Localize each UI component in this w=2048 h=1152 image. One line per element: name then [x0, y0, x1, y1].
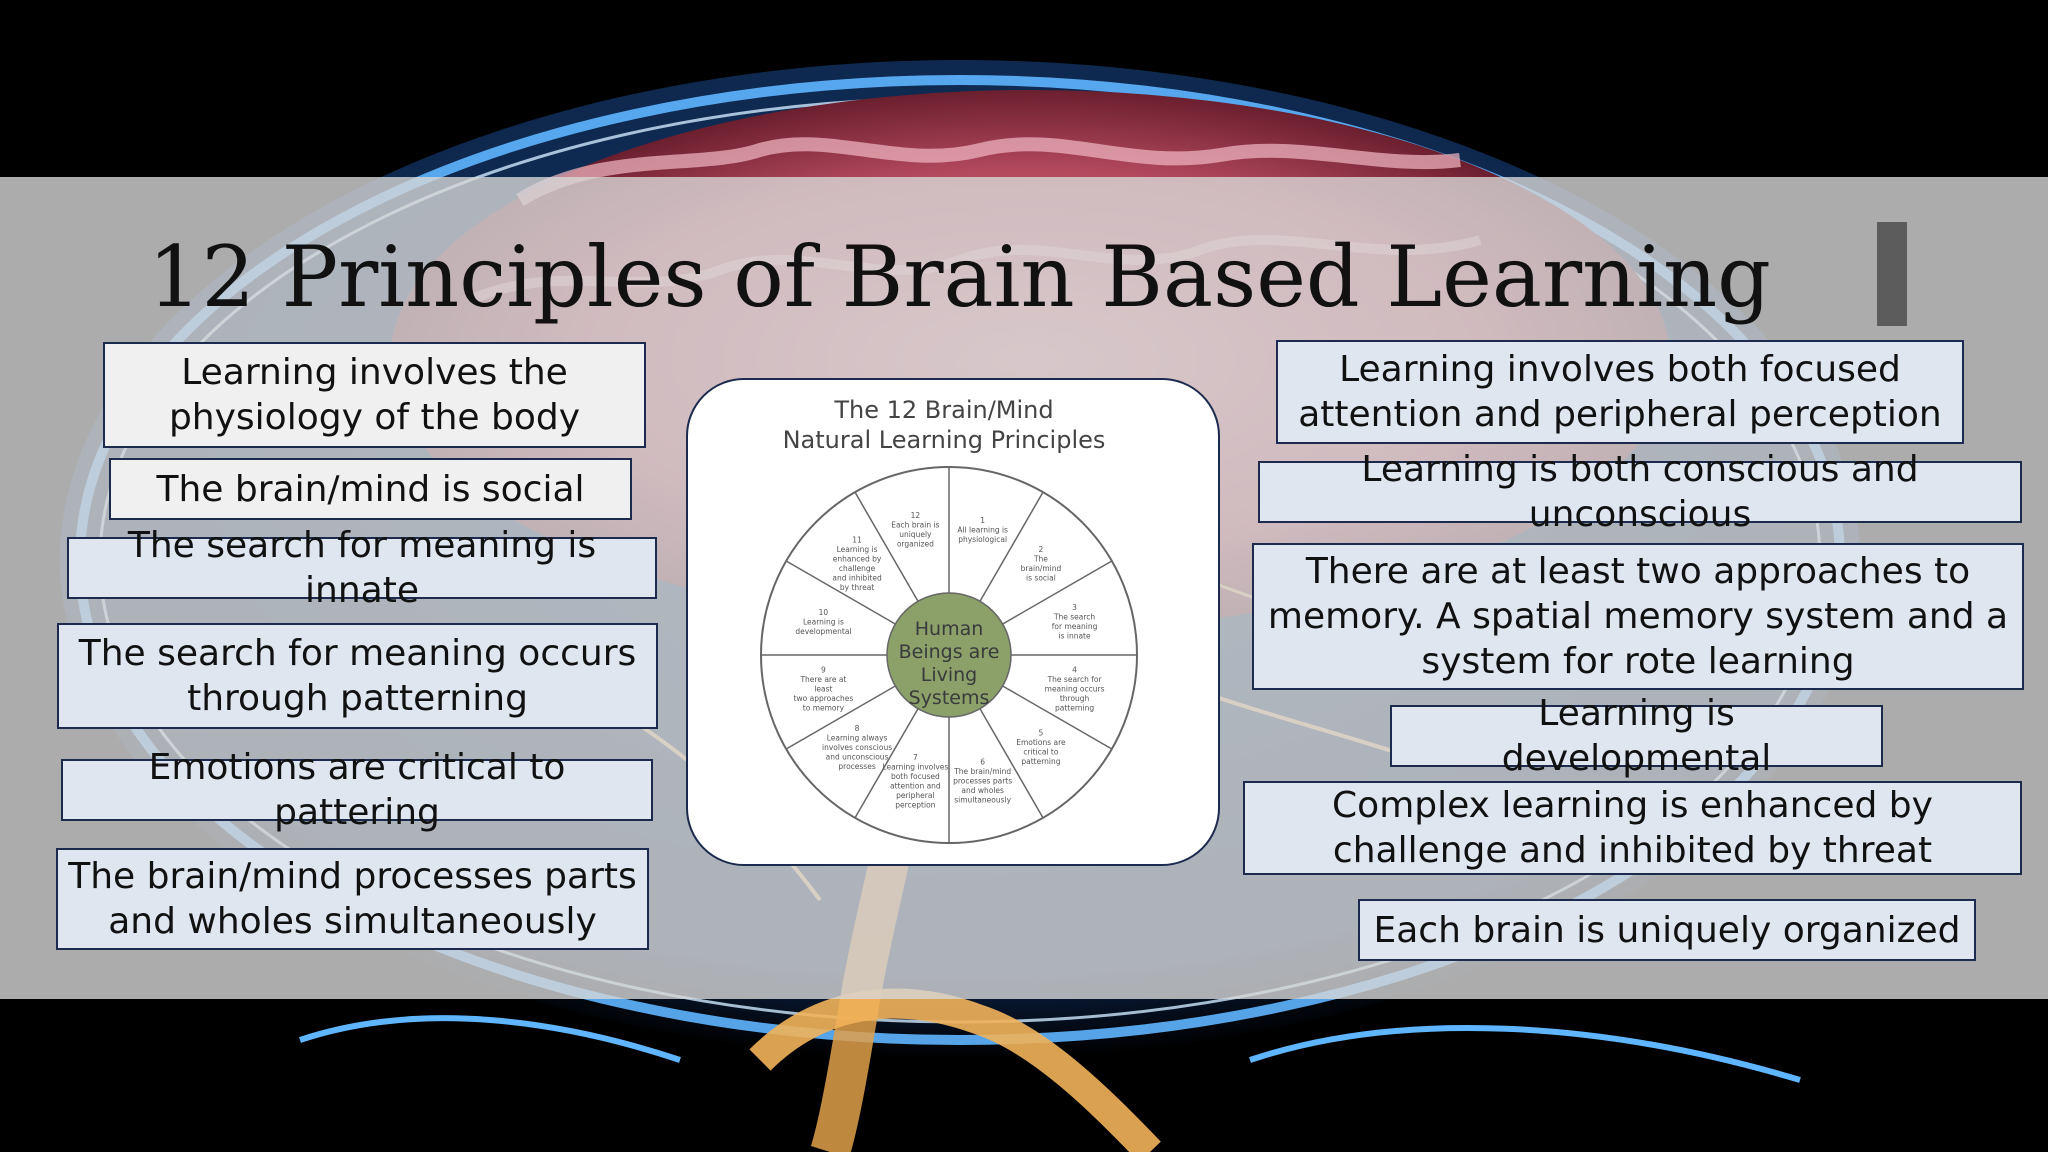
wheel-spoke	[1002, 685, 1113, 750]
wheel-segment-text: patterning	[1021, 757, 1060, 766]
wheel-title-line1: The 12 Brain/Mind	[833, 396, 1053, 424]
wheel-segment-number: 9	[821, 666, 826, 675]
wheel-segment-text: simultaneously	[954, 796, 1011, 805]
wheel-segment-text: by threat	[840, 583, 874, 592]
wheel-segment-text: Learning is	[837, 545, 878, 554]
wheel-title-line2: Natural Learning Principles	[783, 426, 1106, 454]
principle-box-challenge: Complex learning is enhanced by challeng…	[1243, 781, 2022, 875]
wheel-segment-number: 7	[913, 753, 918, 762]
wheel-segment-number: 1	[980, 516, 985, 525]
wheel-segment-text: The	[1033, 554, 1048, 563]
wheel-segment-text: There are at	[799, 675, 846, 684]
wheel-spoke	[854, 708, 919, 819]
wheel-segment-number: 8	[855, 724, 860, 733]
principle-box-physiology: Learning involves the physiology of the …	[103, 342, 646, 448]
wheel-segment-text: involves conscious	[822, 743, 892, 752]
wheel-segment-text: enhanced by	[833, 554, 882, 563]
wheel-segment-text: organized	[897, 540, 934, 549]
wheel-spoke	[1002, 560, 1113, 625]
wheel-center-line3: Living	[921, 664, 978, 686]
wheel-segment-text: patterning	[1055, 704, 1094, 713]
wheel-segment-text: to memory	[803, 704, 845, 713]
wheel-center-circle	[886, 592, 1012, 718]
wheel-segment-text: attention and	[890, 781, 941, 790]
wheel-segment-text: for meaning	[1052, 622, 1098, 631]
wheel-segment-text: both focused	[891, 772, 940, 781]
principles-wheel-diagram: The 12 Brain/Mind Natural Learning Princ…	[760, 396, 1138, 844]
wheel-center-line2: Beings are	[899, 641, 1000, 663]
text-cursor-marker	[1877, 222, 1907, 326]
wheel-segment-text: The search	[1053, 613, 1095, 622]
wheel-segment-text: Emotions are	[1016, 738, 1066, 747]
wheel-segment-text: Learning always	[827, 733, 888, 742]
principle-box-conscious: Learning is both conscious and unconscio…	[1258, 449, 2022, 535]
wheel-segment-text: processes	[838, 762, 875, 771]
principle-box-attention: Learning involves both focused attention…	[1276, 340, 1964, 444]
wheel-segment-text: Learning is	[803, 617, 844, 626]
principle-box-patterning: The search for meaning occurs through pa…	[57, 623, 658, 729]
wheel-segment-text: developmental	[795, 627, 851, 636]
wheel-segment-text: meaning occurs	[1045, 685, 1105, 694]
wheel-segment-text: through	[1060, 694, 1090, 703]
slide-title: 12 Principles of Brain Based Learning	[148, 228, 1771, 326]
wheel-center-line1: Human	[915, 618, 984, 640]
wheel-segment-number: 5	[1039, 729, 1044, 738]
principle-box-developmental: Learning is developmental	[1390, 693, 1883, 779]
wheel-segment-text: peripheral	[896, 791, 934, 800]
wheel-segment-text: is innate	[1059, 632, 1092, 641]
wheel-segment-text: Each brain is	[891, 521, 939, 530]
wheel-segment-number: 6	[980, 758, 985, 767]
wheel-segment-number: 11	[852, 535, 862, 544]
wheel-segment-text: and wholes	[961, 786, 1004, 795]
wheel-center-line4: Systems	[909, 687, 990, 709]
wheel-segment-text: two approaches	[794, 694, 854, 703]
wheel-segment-text: and inhibited	[832, 573, 882, 582]
wheel-segment-text: challenge	[839, 564, 876, 573]
wheel-segment-number: 4	[1072, 666, 1077, 675]
principle-box-emotions: Emotions are critical to pattering	[61, 747, 653, 833]
wheel-spoke	[854, 491, 919, 602]
principle-box-memory: There are at least two approaches to mem…	[1252, 543, 2024, 690]
wheel-segment-text: Learning involves	[882, 762, 948, 771]
wheel-segment-text: perception	[895, 800, 935, 809]
wheel-segment-text: critical to	[1023, 748, 1058, 757]
wheel-segment-text: brain/mind	[1021, 564, 1062, 573]
wheel-segment-text: The search for	[1047, 675, 1103, 684]
wheel-segment-text: is social	[1026, 573, 1056, 582]
wheel-segment-text: least	[814, 685, 832, 694]
wheel-segment-text: processes parts	[953, 777, 1012, 786]
wheel-segment-number: 3	[1072, 603, 1077, 612]
principle-box-social: The brain/mind is social	[109, 458, 632, 520]
principles-wheel-card: The 12 Brain/Mind Natural Learning Princ…	[686, 378, 1220, 866]
wheel-segment-number: 2	[1039, 545, 1044, 554]
wheel-segment-text: The brain/mind	[953, 767, 1011, 776]
wheel-spoke	[785, 685, 896, 750]
wheel-segment-text: and unconscious	[826, 752, 889, 761]
principle-box-parts-wholes: The brain/mind processes parts and whole…	[56, 848, 649, 950]
principle-box-meaning-innate: The search for meaning is innate	[67, 525, 657, 611]
wheel-segment-number: 10	[819, 608, 829, 617]
principle-box-unique: Each brain is uniquely organized	[1358, 899, 1976, 961]
wheel-segment-text: physiological	[958, 535, 1007, 544]
wheel-segment-text: All learning is	[957, 525, 1008, 534]
wheel-spoke	[979, 491, 1044, 602]
wheel-segment-number: 12	[911, 511, 921, 520]
wheel-spoke	[785, 560, 896, 625]
wheel-spoke	[979, 708, 1044, 819]
wheel-segment-text: uniquely	[899, 530, 932, 539]
